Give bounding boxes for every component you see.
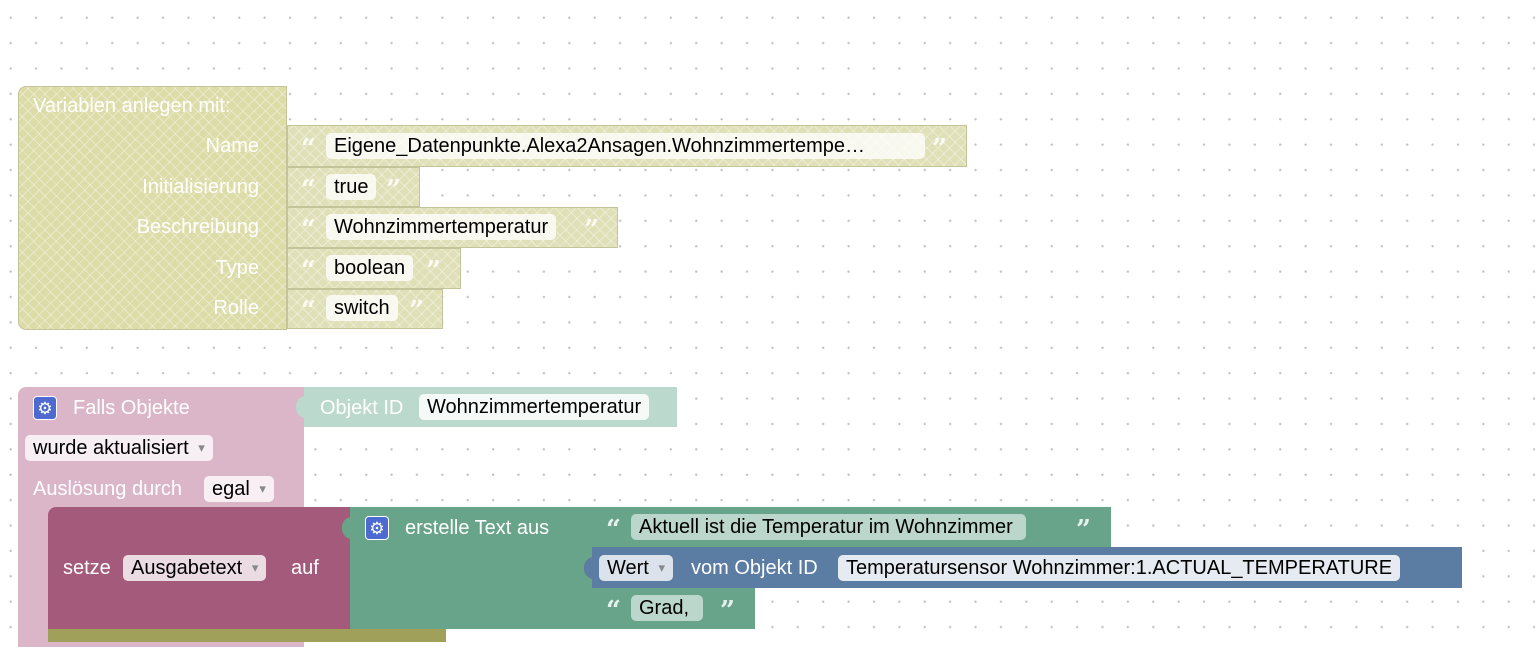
event-dropdown[interactable]: wurde aktualisiert bbox=[25, 435, 213, 461]
open-quote-icon: “ bbox=[301, 134, 316, 164]
rolle-label: Rolle bbox=[213, 297, 259, 319]
type-label: Type bbox=[215, 257, 259, 279]
name-text-field[interactable]: Eigene_Datenpunkte.Alexa2Ansagen.Wohnzim… bbox=[326, 133, 925, 159]
open-quote-icon: “ bbox=[301, 175, 316, 205]
close-quote-icon: ” bbox=[386, 175, 401, 205]
set-prefix-label: setze bbox=[63, 557, 111, 579]
text-join-block[interactable] bbox=[350, 507, 593, 629]
close-quote-icon: ” bbox=[584, 215, 599, 245]
trigger-title: Falls Objekte bbox=[73, 397, 190, 419]
open-quote-icon: “ bbox=[301, 256, 316, 286]
text-item-3-field[interactable]: Grad, bbox=[631, 595, 703, 621]
source-dropdown[interactable]: egal bbox=[204, 476, 274, 502]
initialisierung-label: Initialisierung bbox=[142, 176, 259, 198]
input-notch bbox=[584, 557, 594, 579]
input-notch bbox=[342, 517, 352, 539]
open-quote-icon: “ bbox=[301, 296, 316, 326]
close-quote-icon: ” bbox=[1076, 515, 1091, 545]
create-variable-block[interactable] bbox=[18, 86, 287, 330]
get-value-object-field[interactable]: Temperatursensor Wohnzimmer:1.ACTUAL_TEM… bbox=[838, 555, 1401, 581]
close-quote-icon: ” bbox=[720, 596, 735, 626]
next-block-edge[interactable] bbox=[48, 629, 446, 642]
beschreibung-text-field[interactable]: Wohnzimmertemperatur bbox=[326, 214, 557, 240]
close-quote-icon: ” bbox=[932, 134, 947, 164]
object-id-field[interactable]: Wohnzimmertemperatur bbox=[419, 394, 650, 420]
gear-icon[interactable]: ⚙ bbox=[365, 516, 389, 540]
open-quote-icon: “ bbox=[606, 515, 621, 545]
text-join-title: erstelle Text aus bbox=[405, 517, 550, 539]
text-item-1-field[interactable]: Aktuell ist die Temperatur im Wohnzimmer bbox=[631, 514, 1027, 540]
open-quote-icon: “ bbox=[301, 215, 316, 245]
init-text-field[interactable]: true bbox=[326, 174, 377, 200]
source-label: Auslösung durch bbox=[33, 478, 182, 500]
set-suffix-label: auf bbox=[291, 557, 319, 579]
get-value-label: vom Objekt ID bbox=[691, 557, 818, 579]
type-text-field[interactable]: boolean bbox=[326, 255, 414, 281]
name-label: Name bbox=[205, 135, 259, 157]
gear-icon[interactable]: ⚙ bbox=[33, 396, 57, 420]
close-quote-icon: ” bbox=[409, 296, 424, 326]
create-variable-header: Variablen anlegen mit: bbox=[33, 95, 231, 117]
close-quote-icon: ” bbox=[426, 256, 441, 286]
open-quote-icon: “ bbox=[606, 596, 621, 626]
input-notch bbox=[296, 396, 306, 418]
value-mode-dropdown[interactable]: Wert bbox=[599, 555, 673, 581]
object-id-label: Objekt ID bbox=[320, 397, 404, 419]
rolle-text-field[interactable]: switch bbox=[326, 295, 398, 321]
beschreibung-label: Beschreibung bbox=[136, 216, 259, 238]
variable-dropdown[interactable]: Ausgabetext bbox=[123, 555, 267, 581]
